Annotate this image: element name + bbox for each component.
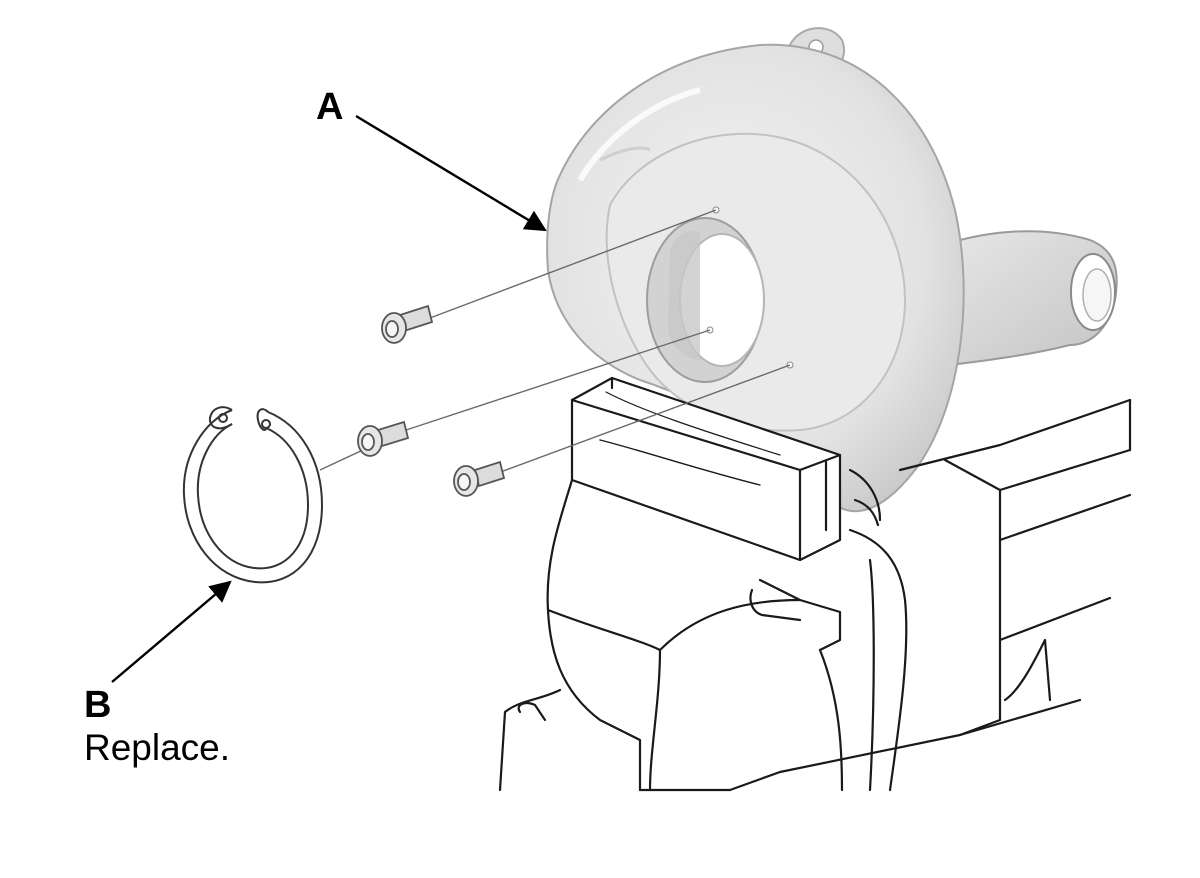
vise-fixture	[498, 376, 1132, 792]
callout-label-a: A	[316, 86, 344, 128]
callout-a-leader	[355, 114, 547, 232]
snap-ring-part-b	[182, 406, 324, 584]
hub-shield-part-a	[546, 27, 965, 513]
guide-lines	[319, 209, 791, 475]
knuckle-arm	[928, 230, 1118, 367]
bolt-middle	[357, 420, 410, 457]
callout-note-b: Replace.	[84, 727, 231, 768]
bolt-top	[381, 304, 434, 344]
bolt-bottom	[453, 460, 506, 497]
callout-b-leader	[111, 580, 232, 683]
callout-label-b: B	[84, 684, 112, 726]
